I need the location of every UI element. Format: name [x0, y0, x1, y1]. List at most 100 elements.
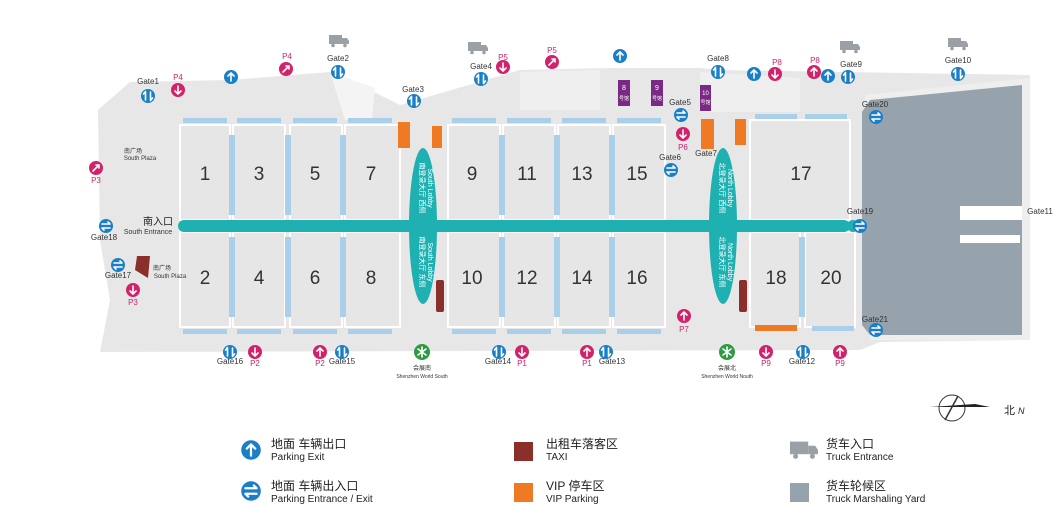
legend: 地面 车辆出口 Parking Exit 地面 车辆出入口 Parking En… — [240, 436, 925, 505]
gate10-label: Gate10 — [945, 56, 972, 65]
gate6-entry-exit-icon[interactable] — [663, 162, 679, 178]
gate2-entry-icon[interactable] — [330, 64, 346, 80]
hall-4[interactable] — [232, 231, 286, 328]
p5-icon[interactable] — [544, 54, 560, 70]
p4-icon[interactable] — [278, 61, 294, 77]
gate3-entry-icon[interactable] — [406, 93, 422, 109]
hall-13[interactable] — [557, 124, 611, 221]
parking-exit-icon[interactable] — [820, 68, 836, 84]
legend-vip-en: VIP Parking — [546, 494, 599, 505]
parking-exit-legend-icon — [240, 439, 262, 461]
p3a-label: P3 — [91, 176, 101, 185]
p9-icon[interactable] — [758, 344, 774, 360]
p1-icon[interactable] — [514, 344, 530, 360]
p8-icon[interactable] — [806, 64, 822, 80]
metro-south: 会展南 Shenzhen World South — [396, 343, 448, 380]
hall-16[interactable] — [612, 231, 666, 328]
south-plaza2-cn: 南广场 — [153, 264, 171, 272]
hall-14[interactable] — [557, 231, 611, 328]
gate5-entry-exit-icon[interactable] — [673, 107, 689, 123]
legend-parking-exit: 地面 车辆出口 Parking Exit — [240, 436, 346, 463]
p6-icon[interactable] — [675, 126, 691, 142]
legend-vip-cn: VIP 停车区 — [546, 478, 604, 493]
legend-truck-yard-cn: 货车轮候区 — [826, 478, 886, 493]
metro-south-cn: 会展南 — [413, 364, 431, 372]
compass: 北 N — [930, 394, 1025, 422]
gate5-label: Gate5 — [669, 98, 691, 107]
plaza-labels: 南广场 South Plaza 南广场 South Plaza 南入口 Sout… — [124, 147, 187, 280]
p2b-label: P2 — [315, 359, 325, 368]
hall-num-12: 12 — [516, 268, 537, 289]
p9b-label: P9 — [835, 359, 845, 368]
hall-num-9: 9 — [467, 164, 478, 185]
hall-num-20: 20 — [820, 268, 841, 289]
p3-icon[interactable] — [125, 282, 141, 298]
gate21-label: Gate21 — [862, 315, 889, 324]
hall-separators — [183, 114, 854, 334]
gate-markers: Gate1 Gate2 Gate3 Gate4 Gate5 Gate6 Gate… — [91, 54, 1053, 366]
gate1-entry-icon[interactable] — [140, 88, 156, 104]
north-lobby — [709, 148, 737, 304]
p7-icon[interactable] — [676, 308, 692, 324]
p4b-label: P4 — [282, 52, 292, 61]
south-entrance-en: South Entrance — [124, 229, 172, 236]
north-lobby-a-cn: 北登录大厅 西侧 — [718, 163, 727, 214]
south-entrance-cn: 南入口 — [143, 215, 173, 228]
gate4-entry-icon[interactable] — [473, 71, 489, 87]
p2-icon[interactable] — [247, 344, 263, 360]
small-hall-10: 10 — [702, 91, 709, 97]
upper-halls — [179, 119, 851, 221]
north-lobby-a-en: North Lobby — [726, 169, 733, 208]
gate14-label: Gate14 — [485, 357, 512, 366]
north-label-cn: 北 — [1004, 404, 1015, 417]
gate21-entry-exit-icon[interactable] — [868, 322, 884, 338]
hall-num-16: 16 — [626, 268, 647, 289]
p4-icon[interactable] — [170, 82, 186, 98]
hall-num-2: 2 — [200, 268, 211, 289]
gate6-label: Gate6 — [659, 153, 681, 162]
truck-marshaling-yard — [862, 85, 1022, 335]
parking-exit-icon[interactable] — [612, 48, 628, 64]
gate12-label: Gate12 — [789, 357, 816, 366]
north-lobby-labels: 北登录大厅 西侧 North Lobby 北登录大厅 东侧 North Lobb… — [718, 163, 733, 288]
south-plaza2-en: South Plaza — [154, 274, 187, 280]
gate17-label: Gate17 — [105, 271, 132, 280]
south-lobby-a-en: South Lobby — [426, 168, 433, 208]
hall-num-17: 17 — [790, 164, 811, 185]
gate18-entry-exit-icon[interactable] — [98, 218, 114, 234]
p5-icon[interactable] — [495, 59, 511, 75]
gate1-label: Gate1 — [137, 77, 159, 86]
gate20-entry-exit-icon[interactable] — [868, 109, 884, 125]
gate19-entry-exit-icon[interactable] — [852, 218, 868, 234]
hall-num-8: 8 — [366, 268, 377, 289]
p9-icon[interactable] — [832, 344, 848, 360]
p2-icon[interactable] — [312, 344, 328, 360]
hall-num-3: 3 — [254, 164, 265, 185]
hall-17[interactable] — [749, 119, 851, 221]
gate18-label: Gate18 — [91, 233, 118, 242]
p1-icon[interactable] — [579, 344, 595, 360]
parking-exit-icon[interactable] — [223, 69, 239, 85]
legend-taxi: 出租车落客区 TAXI — [514, 436, 618, 463]
south-lobby-b-en: South Lobby — [426, 242, 433, 282]
south-lobby-a-cn: 南登录大厅 西侧 — [418, 163, 427, 214]
hall-9[interactable] — [447, 124, 501, 221]
p3-icon[interactable] — [88, 160, 104, 176]
gate10-entry-icon[interactable] — [950, 66, 966, 82]
parking-exit-icon[interactable] — [746, 66, 762, 82]
trucks — [329, 35, 968, 55]
gate16-label: Gate16 — [217, 357, 244, 366]
vip-legend-swatch — [514, 483, 533, 502]
p5b-label: P5 — [547, 46, 557, 55]
p3b-label: P3 — [128, 298, 138, 307]
p8a-label: P8 — [772, 58, 782, 67]
p8-icon[interactable] — [767, 66, 783, 82]
taxi-areas — [135, 256, 747, 312]
gate8-entry-icon[interactable] — [710, 64, 726, 80]
gate9-entry-icon[interactable] — [840, 69, 856, 85]
p4a-label: P4 — [173, 73, 183, 82]
gate17-entry-exit-icon[interactable] — [110, 257, 126, 273]
hall-2[interactable] — [179, 231, 231, 328]
hall-8[interactable] — [344, 231, 401, 328]
south-lobby — [409, 148, 437, 304]
